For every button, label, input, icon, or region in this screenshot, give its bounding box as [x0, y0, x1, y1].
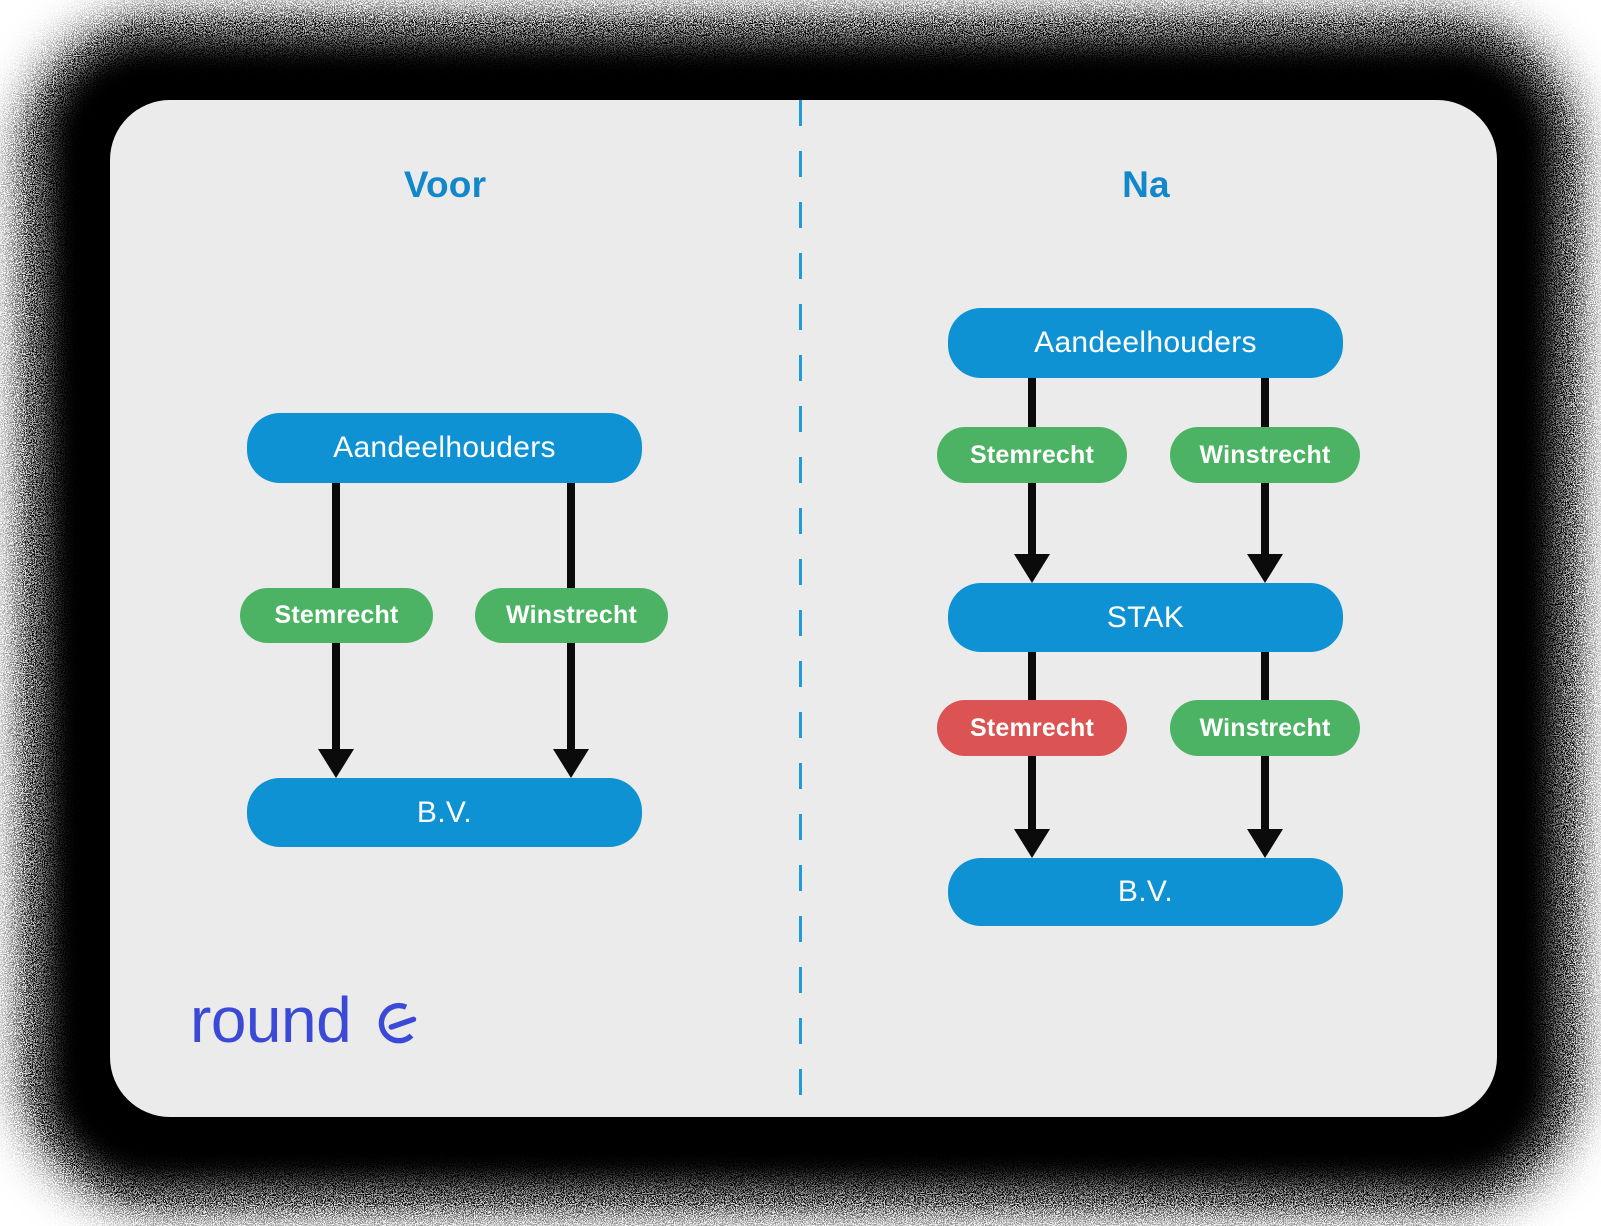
card: Voor Aandeelhouders Stemrecht Winstrecht…: [110, 100, 1497, 1117]
pill-winstrecht-na-top: Winstrecht: [1170, 427, 1360, 483]
arrow-head-na-winstrecht-bottom: [1247, 829, 1283, 858]
node-aandeelhouders-voor: Aandeelhouders: [247, 413, 642, 483]
panel-na-heading: Na: [1122, 164, 1170, 205]
panel-voor: Voor Aandeelhouders Stemrecht Winstrecht…: [110, 100, 1497, 1117]
pill-label: Stemrecht: [274, 601, 399, 629]
round-logo-text: round: [190, 984, 352, 1056]
node-label: STAK: [1106, 600, 1185, 634]
pill-label: Winstrecht: [506, 601, 637, 629]
node-aandeelhouders-na: Aandeelhouders: [948, 308, 1343, 378]
pill-label: Stemrecht: [969, 713, 1095, 742]
pill-label: Stemrecht: [969, 440, 1095, 469]
node-label: B.V.: [1117, 875, 1174, 908]
panel-na: Na Aandeelhouders Stemrecht Winstrecht S…: [110, 100, 1497, 1117]
divider-dashed-line: [799, 100, 802, 1117]
node-label: Aandeelhouders: [333, 431, 556, 464]
arrow-head-voor-stemrecht: [318, 749, 354, 778]
pill-label: Winstrecht: [1199, 713, 1331, 742]
round-e-mark-icon: [378, 1002, 417, 1044]
arrow-head-na-stemrecht-top: [1014, 554, 1050, 583]
node-label: Aandeelhouders: [1034, 326, 1257, 359]
pill-winstrecht-na-bottom: Winstrecht: [1170, 700, 1360, 756]
node-bv-voor: B.V.: [247, 778, 642, 847]
pill-stemrecht-voor: Stemrecht: [240, 588, 433, 643]
round-logo: round: [190, 988, 425, 1052]
pill-label: Winstrecht: [1199, 440, 1331, 469]
pill-stemrecht-na-top: Stemrecht: [937, 427, 1127, 483]
panel-voor-heading: Voor: [403, 164, 487, 205]
arrow-head-na-stemrecht-bottom: [1014, 829, 1050, 858]
node-bv-na: B.V.: [948, 858, 1343, 926]
node-stak: STAK: [948, 583, 1343, 652]
pill-stemrecht-na-bottom: Stemrecht: [937, 700, 1127, 756]
arrow-head-voor-winstrecht: [553, 749, 589, 778]
node-label: B.V.: [416, 795, 473, 829]
arrow-head-na-winstrecht-top: [1247, 554, 1283, 583]
pill-winstrecht-voor: Winstrecht: [475, 588, 668, 643]
